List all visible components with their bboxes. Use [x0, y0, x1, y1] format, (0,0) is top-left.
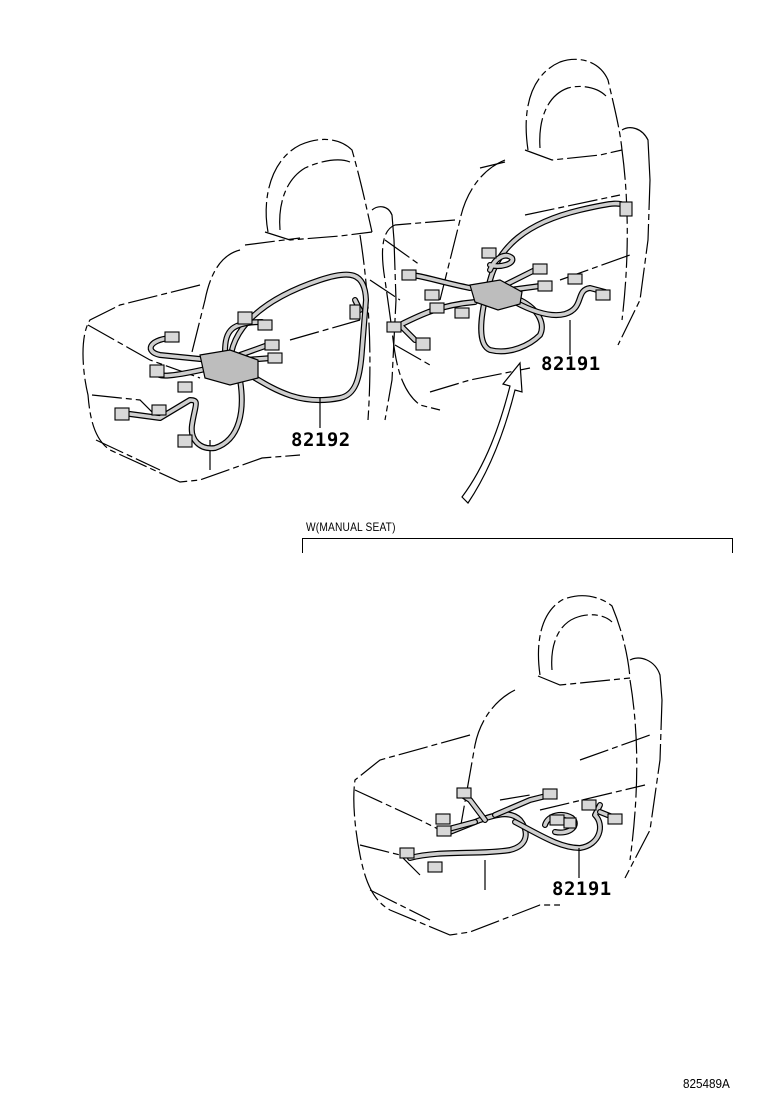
right-seat-outline: [381, 58, 651, 411]
right-wire-harness: [386, 200, 633, 355]
manual-seat-outline: [353, 595, 663, 936]
part-number-82191-power[interactable]: 82191: [541, 353, 601, 375]
part-number-82191-manual[interactable]: 82191: [552, 878, 612, 900]
manual-wire-harness: [399, 787, 623, 878]
variant-label: W(MANUAL SEAT): [306, 520, 396, 534]
part-number-82192[interactable]: 82192: [291, 429, 351, 451]
left-wire-harness: [114, 271, 369, 452]
diagram-id: 825489A: [683, 1076, 730, 1091]
reference-arrow: [461, 361, 523, 504]
variant-bracket: [302, 538, 733, 553]
